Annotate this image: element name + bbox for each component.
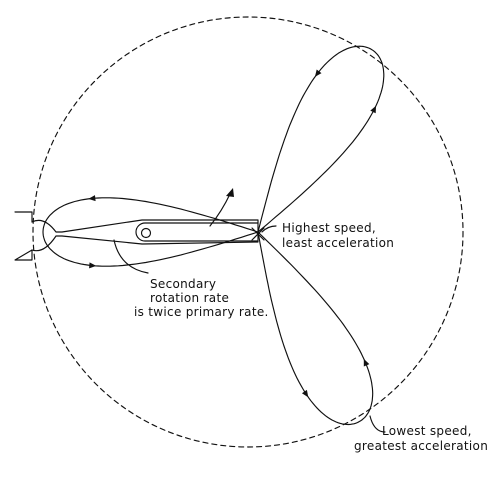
leader-highest-speed: [261, 225, 277, 233]
pivot-hole: [140, 227, 152, 239]
leader-lowest-speed: [369, 415, 386, 433]
label-twice-primary: is twice primary rate.: [134, 305, 269, 319]
label-secondary: Secondary: [150, 277, 216, 291]
path-arrow: [314, 69, 322, 77]
petal-1: [42, 197, 259, 267]
label-highest-speed: Highest speed,: [282, 221, 376, 235]
label-lowest-speed: Lowest speed,: [382, 424, 472, 438]
rotation-arrow: [209, 193, 231, 227]
path-arrow: [301, 389, 309, 398]
label-rotation-rate: rotation rate: [150, 291, 229, 305]
path-arrow: [370, 105, 377, 114]
primary-arm: [31, 219, 259, 252]
label-greatest-acceleration: greatest acceleration: [354, 439, 488, 453]
path-arrow: [88, 195, 96, 202]
petal-3: [257, 231, 374, 426]
path-direction-arrows: [88, 69, 377, 398]
path-arrow: [89, 262, 97, 269]
outer-dashed-circle: [32, 16, 464, 448]
path-arrow: [363, 358, 370, 367]
trefoil-path: [42, 45, 385, 426]
leader-secondary-rotation: [113, 239, 149, 274]
label-least-acceleration: least acceleration: [282, 236, 394, 250]
petal-2: [257, 45, 385, 233]
rotation-arrowhead: [226, 188, 234, 197]
secondary-link: [135, 222, 259, 242]
crossing-marker: [251, 227, 265, 241]
mounting-block: [14, 211, 33, 261]
